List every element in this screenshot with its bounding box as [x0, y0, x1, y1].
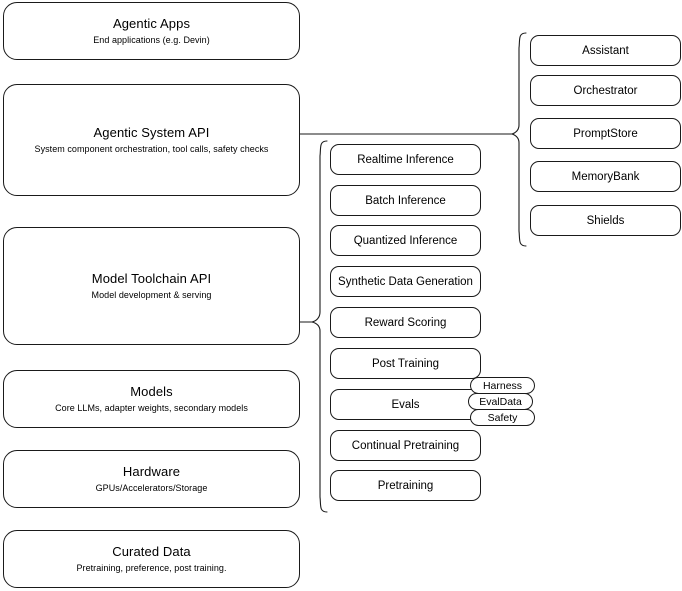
evals-tag-harness[interactable]: Harness	[470, 377, 535, 394]
component-label: MemoryBank	[571, 170, 640, 183]
component-box-reward-scoring[interactable]: Reward Scoring	[330, 307, 481, 338]
component-label: Realtime Inference	[357, 153, 454, 166]
component-box-memorybank[interactable]: MemoryBank	[530, 161, 681, 192]
layer-box-agentic-system-api[interactable]: Agentic System API System component orch…	[3, 84, 300, 196]
component-box-pretraining[interactable]: Pretraining	[330, 470, 481, 501]
component-label: PromptStore	[573, 127, 638, 140]
layer-subtitle: System component orchestration, tool cal…	[34, 144, 269, 154]
component-box-continual-pretraining[interactable]: Continual Pretraining	[330, 430, 481, 461]
layer-subtitle: End applications (e.g. Devin)	[93, 35, 210, 45]
component-label: Continual Pretraining	[351, 439, 460, 452]
component-box-realtime-inference[interactable]: Realtime Inference	[330, 144, 481, 175]
component-label: Orchestrator	[573, 84, 638, 97]
component-label: Shields	[586, 214, 625, 227]
component-label: Assistant	[582, 44, 629, 57]
layer-box-curated-data[interactable]: Curated Data Pretraining, preference, po…	[3, 530, 300, 588]
brace-model-toolchain-components	[311, 140, 328, 513]
component-label: Quantized Inference	[353, 234, 458, 247]
evals-tag-evaldata[interactable]: EvalData	[468, 393, 533, 410]
layer-box-hardware[interactable]: Hardware GPUs/Accelerators/Storage	[3, 450, 300, 508]
component-box-orchestrator[interactable]: Orchestrator	[530, 75, 681, 106]
component-box-quantized-inference[interactable]: Quantized Inference	[330, 225, 481, 256]
layer-subtitle: Model development & serving	[91, 290, 212, 300]
layer-box-agentic-apps[interactable]: Agentic Apps End applications (e.g. Devi…	[3, 2, 300, 60]
component-label: Pretraining	[377, 479, 434, 492]
layer-subtitle: Core LLMs, adapter weights, secondary mo…	[55, 403, 248, 413]
component-box-assistant[interactable]: Assistant	[530, 35, 681, 66]
layer-title: Hardware	[122, 464, 181, 479]
layer-box-model-toolchain-api[interactable]: Model Toolchain API Model development & …	[3, 227, 300, 345]
layer-title: Agentic System API	[93, 125, 210, 140]
component-label: Synthetic Data Generation	[338, 275, 473, 288]
component-box-synthetic-data-generation[interactable]: Synthetic Data Generation	[330, 266, 481, 297]
component-box-shields[interactable]: Shields	[530, 205, 681, 236]
component-label: Post Training	[371, 357, 440, 370]
component-label: Batch Inference	[365, 194, 446, 207]
brace-agentic-system-components	[511, 32, 527, 247]
evals-tag-label: Harness	[482, 379, 523, 392]
layer-box-models[interactable]: Models Core LLMs, adapter weights, secon…	[3, 370, 300, 428]
component-box-promptstore[interactable]: PromptStore	[530, 118, 681, 149]
layer-title: Models	[130, 384, 173, 399]
evals-tag-label: EvalData	[479, 395, 522, 408]
layer-title: Curated Data	[112, 544, 191, 559]
layer-subtitle: GPUs/Accelerators/Storage	[95, 483, 208, 493]
component-box-batch-inference[interactable]: Batch Inference	[330, 185, 481, 216]
component-label: Evals	[391, 398, 420, 411]
component-label: Reward Scoring	[364, 316, 447, 329]
component-box-evals[interactable]: Evals	[330, 389, 481, 420]
layer-subtitle: Pretraining, preference, post training.	[76, 563, 227, 573]
layer-title: Model Toolchain API	[91, 271, 212, 286]
evals-tag-label: Safety	[487, 411, 518, 424]
layer-title: Agentic Apps	[112, 16, 191, 31]
evals-tag-safety[interactable]: Safety	[470, 409, 535, 426]
component-box-post-training[interactable]: Post Training	[330, 348, 481, 379]
